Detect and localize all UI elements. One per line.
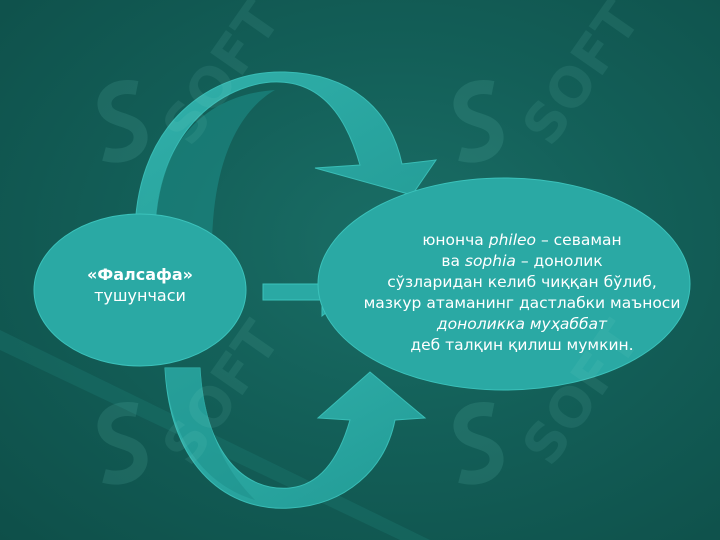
left-concept-ellipse [33,213,247,367]
definition-line-4: мазкур атаманинг дастлабки маъноси [363,294,681,312]
watermark-logo-icon [97,402,148,485]
top-curved-arrow [134,71,438,251]
watermark-logo-icon [453,80,504,163]
left-node-label: «Фалсафа» тушунчаси [40,264,240,306]
right-definition-ellipse [317,177,691,391]
definition-line-6: деб талқин қилиш мумкин. [410,336,634,354]
term-sophia: sophia [464,252,516,270]
concept-title: «Фалсафа» [86,265,193,284]
definition-line-3: сўзларидан келиб чиққан бўлиб, [387,273,657,291]
definition-line-1: юнонча phileo – севаман [422,231,622,249]
definition-line-2: ва sophia – донолик [441,252,603,270]
definition-text: юнонча phileo – севаман ва sophia – доно… [312,230,720,356]
term-phileo: phileo [488,231,537,249]
definition-line-5: доноликка муҳаббат [436,315,608,333]
watermark-logo-icon [97,80,148,163]
concept-subtitle: тушунчаси [94,286,186,305]
bottom-curved-arrow [164,367,427,509]
watermark-logo-icon [453,402,504,485]
